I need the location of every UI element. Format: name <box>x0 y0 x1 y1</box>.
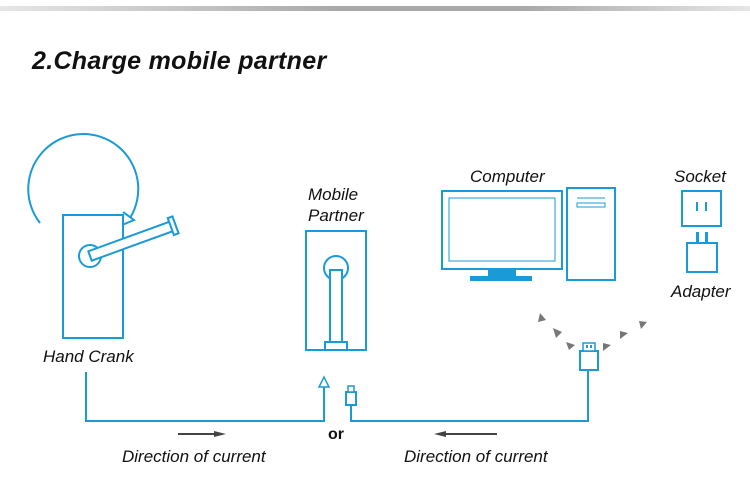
usb-to-adapter-arrow-icon <box>603 321 647 351</box>
hand-crank-label: Hand Crank <box>43 347 134 366</box>
direction-label-right: Direction of current <box>404 447 548 466</box>
usb-plug-icon <box>579 342 599 371</box>
upward-arrow-icon <box>317 375 331 388</box>
or-label: or <box>328 426 344 443</box>
usb-to-partner-wire <box>350 370 589 422</box>
micro-usb-plug-icon <box>345 385 357 406</box>
crank-to-partner-wire <box>85 372 325 422</box>
computer-label: Computer <box>470 167 545 186</box>
mobile-partner-label-line2: Partner <box>308 206 364 225</box>
mobile-partner-label-line1: Mobile <box>308 185 359 204</box>
power-adapter-icon <box>686 232 718 273</box>
computer-monitor-icon <box>441 190 563 281</box>
direction-label-left: Direction of current <box>122 447 266 466</box>
adapter-label: Adapter <box>671 282 731 301</box>
socket-label: Socket <box>674 167 726 186</box>
crank-rotation-arrow-icon <box>27 133 140 224</box>
wall-socket-icon <box>681 190 722 227</box>
computer-tower-icon <box>566 187 616 281</box>
usb-to-computer-arrow-icon <box>538 313 575 350</box>
page-title: 2.Charge mobile partner <box>32 47 327 75</box>
direction-arrow-left-icon <box>434 431 497 437</box>
hand-crank-icon <box>27 133 180 339</box>
mobile-partner-icon <box>305 230 367 351</box>
direction-arrow-right-icon <box>178 431 226 437</box>
top-divider <box>0 6 750 11</box>
